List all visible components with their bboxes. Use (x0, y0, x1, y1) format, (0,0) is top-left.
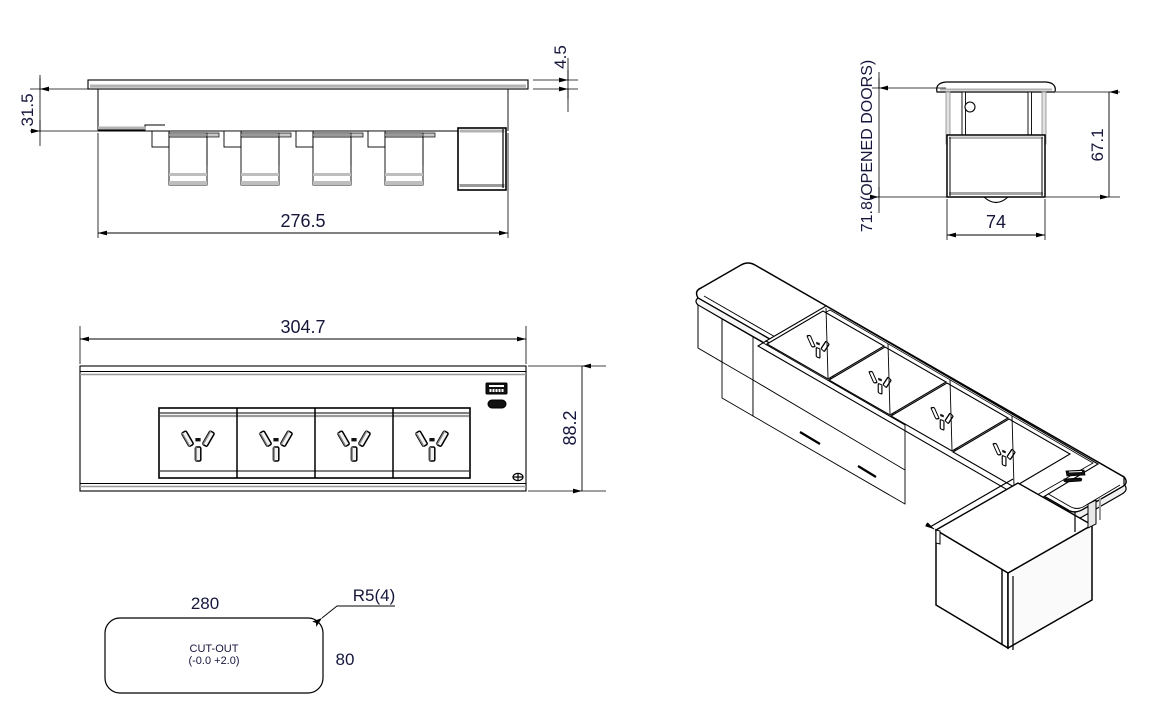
iso-socket-1[interactable] (765, 310, 886, 380)
cutout-label-line1: CUT-OUT (190, 643, 239, 655)
usb-c-icon[interactable] (487, 399, 507, 409)
view-end-elevation: 71.8(OPENED DOORS) 67.1 74 (859, 60, 1120, 240)
iso-rear-clip (1074, 498, 1101, 532)
screw-icon (512, 472, 524, 482)
usb-a-icon[interactable] (485, 382, 508, 395)
dim-label-body-height: 67.1 (1088, 128, 1107, 161)
dim-label-cutout-height: 80 (336, 650, 355, 669)
iso-drop-box (925, 478, 1094, 650)
end-lid-cap (936, 81, 1056, 93)
dim-corner-radius-leader: R5(4) (312, 586, 396, 627)
dim-label-corner-radius: R5(4) (353, 586, 396, 605)
end-view-notch (983, 196, 1009, 204)
dim-label-body-length: 276.5 (280, 211, 325, 231)
side-body-outline (97, 89, 509, 132)
iso-socket-2[interactable] (827, 346, 948, 416)
dim-label-body-width: 74 (986, 212, 1006, 232)
plan-socket-block (158, 407, 471, 479)
iso-usb-c-icon[interactable] (1063, 477, 1083, 483)
dim-overall-length: 304.7 (79, 317, 527, 364)
iso-socket-3[interactable] (889, 382, 1010, 452)
dim-label-body-depth: 31.5 (18, 93, 37, 126)
dim-opened-doors-height: 71.8(OPENED DOORS) (859, 60, 950, 232)
dim-label-overall-width: 88.2 (560, 410, 580, 445)
dim-label-overall-length: 304.7 (280, 317, 325, 337)
dim-body-length: 276.5 (97, 133, 509, 238)
iso-socket-4[interactable] (951, 418, 1072, 488)
side-socket-body (295, 130, 364, 186)
view-isometric (695, 262, 1127, 650)
side-usb-module-box (457, 127, 507, 191)
end-view-hole (964, 101, 976, 113)
iso-left-body (697, 304, 906, 505)
iso-usb-a-icon[interactable] (1065, 469, 1086, 477)
end-body-box (946, 134, 1046, 204)
dim-body-width: 74 (946, 199, 1046, 240)
side-socket-body (367, 130, 436, 186)
dim-label-cutout-width: 280 (191, 594, 219, 613)
view-side-elevation: 4.5 31.5 276.5 (18, 45, 578, 238)
dim-plate-thickness: 4.5 (533, 45, 578, 112)
dim-body-depth: 31.5 (18, 75, 170, 146)
iso-socket-faces (765, 307, 1072, 488)
dim-label-plate-thickness: 4.5 (551, 45, 570, 69)
cutout-outline (104, 617, 324, 694)
side-socket-bodies (151, 130, 436, 186)
side-socket-body (223, 130, 292, 186)
dim-body-height: 67.1 (1046, 89, 1120, 200)
cutout-label-line2: (-0.0 +2.0) (188, 655, 239, 667)
side-lid-plate (87, 79, 529, 90)
side-socket-body (151, 130, 220, 186)
view-plan: 304.7 88.2 (79, 317, 606, 494)
dim-overall-width: 88.2 (528, 363, 606, 494)
dim-label-opened-doors-height: 71.8(OPENED DOORS) (859, 60, 876, 232)
view-cutout-detail: CUT-OUT (-0.0 +2.0) 280 80 R5(4) (104, 586, 396, 694)
